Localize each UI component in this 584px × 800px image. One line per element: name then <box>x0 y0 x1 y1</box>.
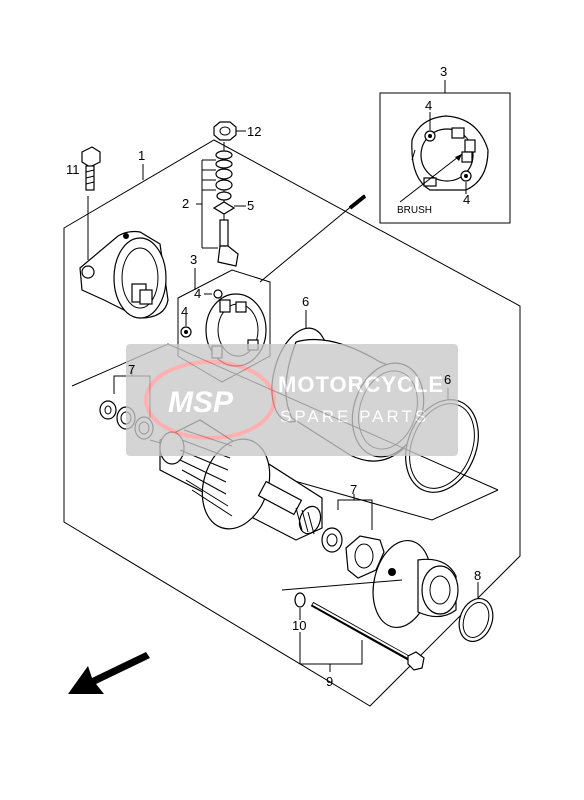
assembly-frame <box>63 139 521 707</box>
washers-7-right <box>321 494 385 579</box>
label-part-12: 12 <box>247 124 261 139</box>
label-brush: BRUSH <box>397 205 432 216</box>
label-part-3-inset: 3 <box>440 64 447 79</box>
end-cover <box>79 230 169 319</box>
label-part-4-inset-top: 4 <box>425 98 432 113</box>
bolt-11 <box>81 146 101 191</box>
label-part-2: 2 <box>182 196 189 211</box>
watermark-background <box>126 344 458 456</box>
front-direction-arrow <box>68 652 150 694</box>
o-ring-8 <box>458 598 494 642</box>
o-ring-10 <box>294 592 306 608</box>
label-part-5: 5 <box>247 198 254 213</box>
terminal-stack-2 <box>196 142 246 267</box>
label-part-3-main: 3 <box>190 252 197 267</box>
label-part-4-main-top: 4 <box>194 286 201 301</box>
watermark: MSP MOTORCYCLE SPARE PARTS <box>126 344 458 456</box>
label-part-8: 8 <box>474 568 481 583</box>
label-part-6-right: 6 <box>444 372 451 387</box>
label-part-10: 10 <box>292 618 306 633</box>
label-part-11: 11 <box>66 162 80 177</box>
label-part-1: 1 <box>138 148 145 163</box>
watermark-logo-oval <box>144 360 276 440</box>
front-housing <box>372 539 459 629</box>
long-bolt-9 <box>299 601 425 672</box>
nut-12 <box>213 121 246 141</box>
watermark-line2: SPARE PARTS <box>280 407 429 426</box>
label-part-4-main-bottom: 4 <box>181 304 188 319</box>
label-part-4-inset-bottom: 4 <box>463 192 470 207</box>
label-part-7-left: 7 <box>128 362 135 377</box>
label-part-6-left: 6 <box>302 294 309 309</box>
watermark-logo: MSP <box>168 386 234 419</box>
label-part-9: 9 <box>326 674 333 689</box>
label-part-7-right: 7 <box>350 482 357 497</box>
watermark-line1: MOTORCYCLE <box>278 372 444 397</box>
brush-holder-inset-drawing <box>399 112 489 203</box>
